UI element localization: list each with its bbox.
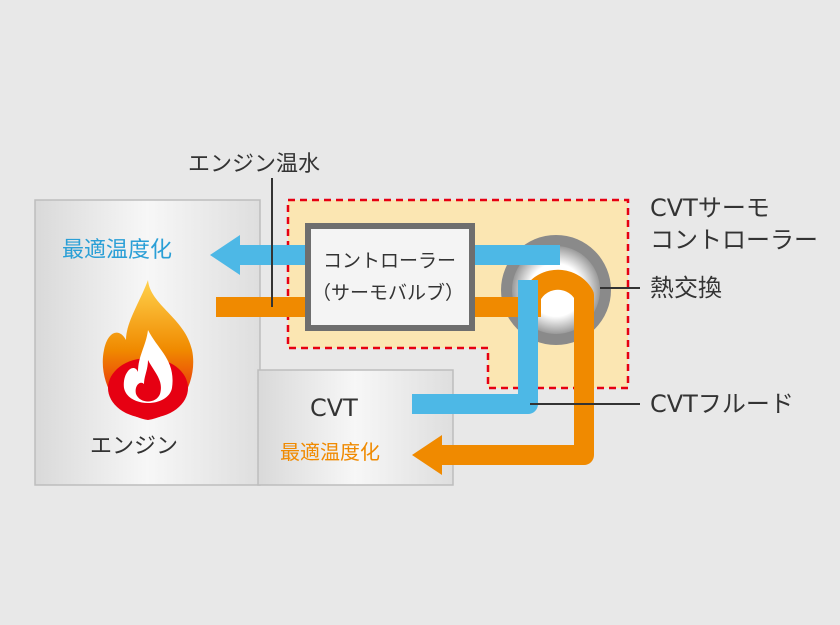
label-cvt: CVT <box>310 394 358 422</box>
label-optimal-temp-cvt: 最適温度化 <box>280 440 380 464</box>
label-engine-hot-water: エンジン温水 <box>188 152 321 177</box>
label-cvt-thermo-line1: CVTサーモ <box>650 194 770 222</box>
cool-pipe-fluid <box>412 280 538 414</box>
flame-icon <box>102 280 194 420</box>
label-optimal-temp-engine: 最適温度化 <box>62 238 173 263</box>
label-controller-line2: （サーモバルブ） <box>312 282 465 304</box>
hot-arrow-cvt <box>412 435 442 475</box>
label-engine: エンジン <box>90 434 179 459</box>
controller-box <box>305 223 475 331</box>
thermo-area-dashed-border <box>286 198 630 390</box>
label-cvt-fluid: CVTフルード <box>650 390 794 418</box>
label-heat-exchanger: 熱交換 <box>650 274 722 302</box>
label-cvt-thermo-line2: コントローラー <box>650 226 818 254</box>
cvt-box <box>257 369 454 486</box>
label-controller-line1: コントローラー <box>323 250 457 272</box>
cool-arrow-engine <box>210 235 240 275</box>
